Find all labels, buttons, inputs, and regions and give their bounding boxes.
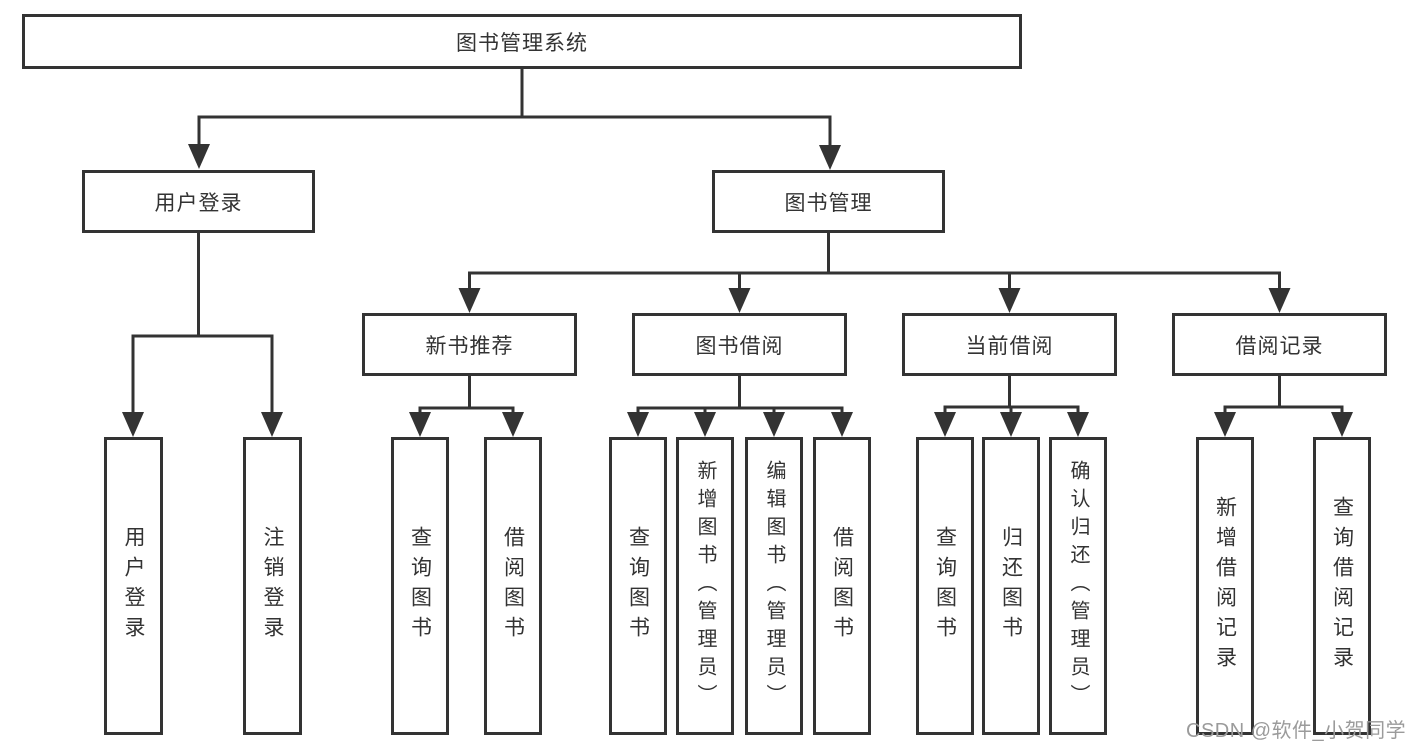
- leaf-edit-book-admin: 编辑图书（管理员）: [745, 437, 803, 735]
- leaf-borrow-book: 借阅图书: [813, 437, 871, 735]
- arrowheads: [122, 144, 1353, 437]
- node-book-borrow: 图书借阅: [632, 313, 847, 376]
- node-book-management: 图书管理: [712, 170, 945, 233]
- leaf-query-borrow-record: 查询借阅记录: [1313, 437, 1371, 735]
- leaf-query-book-borrow: 查询图书: [609, 437, 667, 735]
- leaf-query-book-current: 查询图书: [916, 437, 974, 735]
- watermark: CSDN @软件_小贺同学: [1186, 720, 1405, 742]
- node-user-login: 用户登录: [82, 170, 315, 233]
- node-new-book-recommend: 新书推荐: [362, 313, 577, 376]
- leaf-add-borrow-record: 新增借阅记录: [1196, 437, 1254, 735]
- node-library-system: 图书管理系统: [22, 14, 1022, 69]
- leaf-query-book-recommend: 查询图书: [391, 437, 449, 735]
- leaf-confirm-return-admin: 确认归还（管理员）: [1049, 437, 1107, 735]
- leaf-user-login: 用户登录: [104, 437, 163, 735]
- node-current-borrow: 当前借阅: [902, 313, 1117, 376]
- node-borrow-records: 借阅记录: [1172, 313, 1387, 376]
- leaf-logout: 注销登录: [243, 437, 302, 735]
- leaf-add-book-admin: 新增图书（管理员）: [676, 437, 734, 735]
- leaf-return-book: 归还图书: [982, 437, 1040, 735]
- leaf-borrow-book-recommend: 借阅图书: [484, 437, 542, 735]
